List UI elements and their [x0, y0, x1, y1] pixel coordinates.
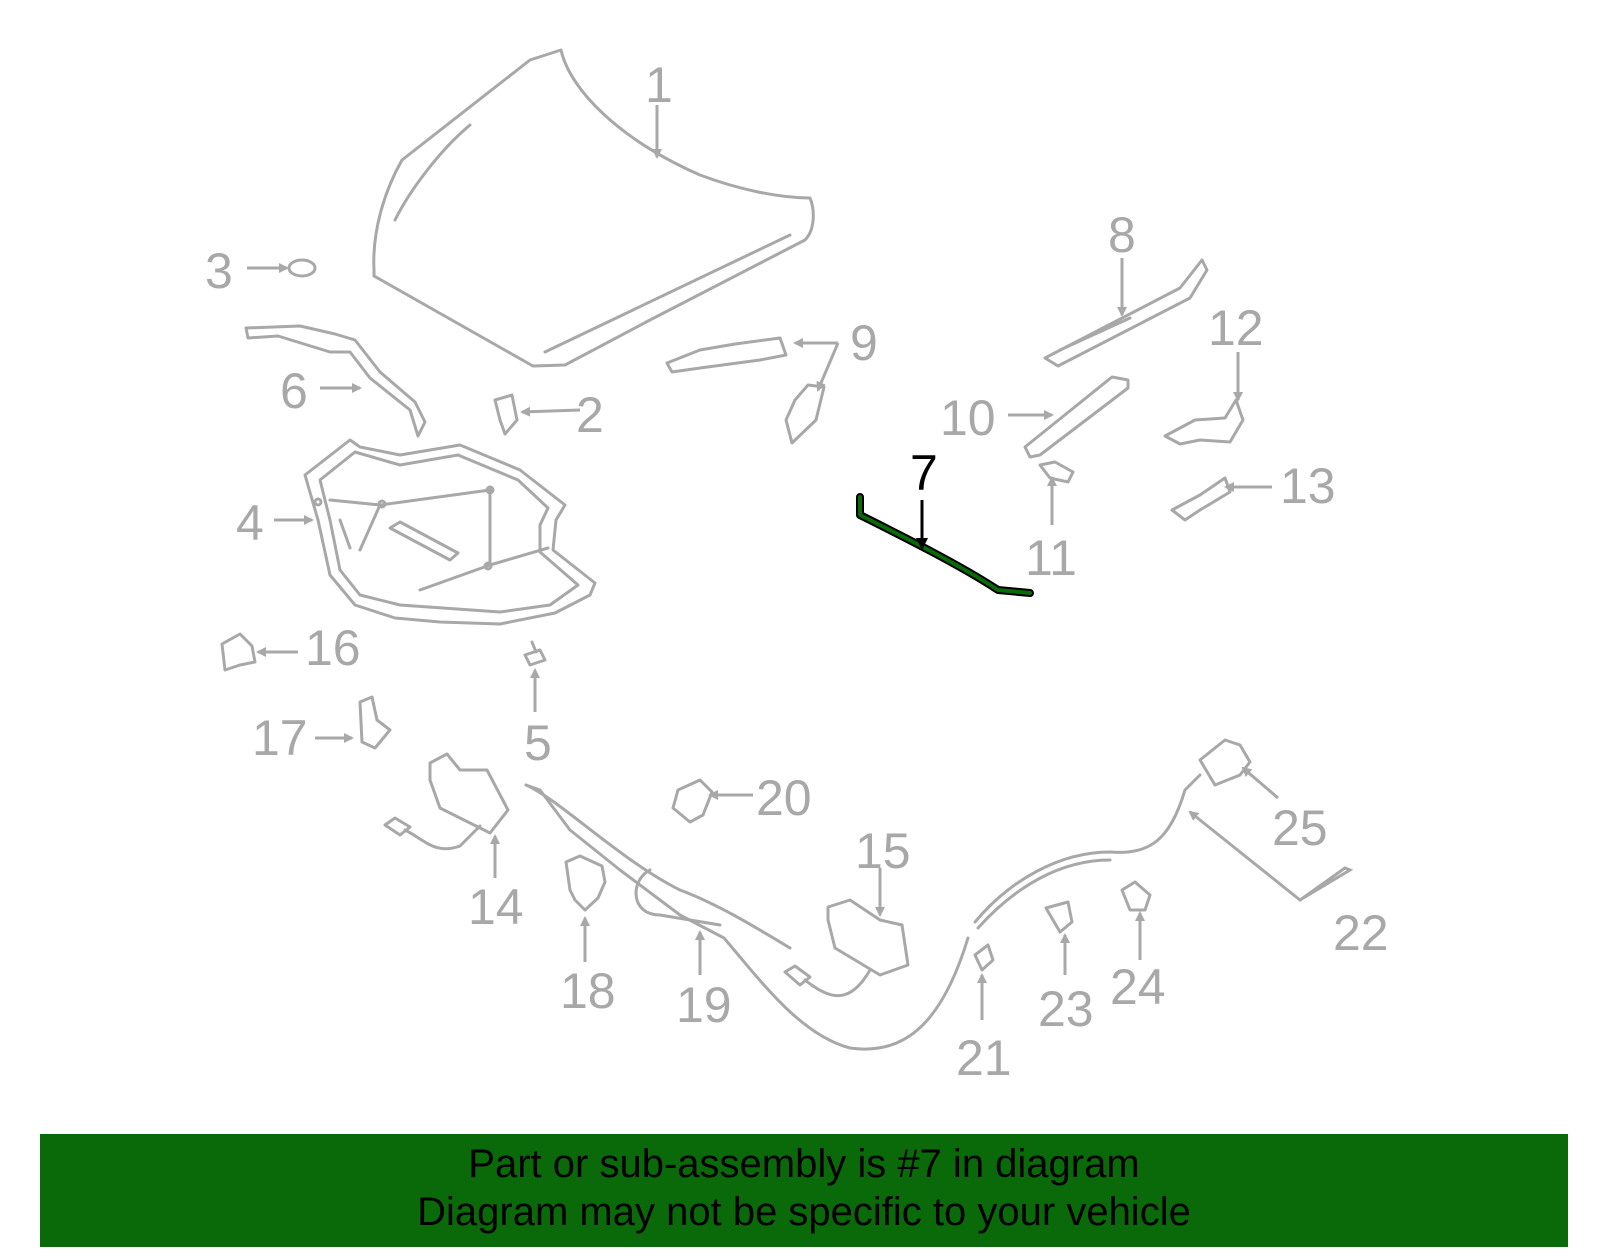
- callout-19: 19: [676, 977, 732, 1033]
- part-14-latch: [383, 752, 510, 851]
- info-banner: Part or sub-assembly is #7 in diagram Di…: [40, 1134, 1568, 1247]
- callout-20: 20: [756, 770, 812, 826]
- callout-labels: 1 2 3 4 5 6 7 8 9 10 11 12 13 14 15 16 1…: [205, 57, 1389, 1086]
- part-23-clip: [1044, 900, 1074, 934]
- callout-24: 24: [1110, 959, 1166, 1015]
- part-2-bumper: [493, 393, 519, 436]
- part-18-handle: [564, 854, 607, 912]
- part-1-hood: [372, 48, 815, 368]
- callout-25: 25: [1272, 800, 1328, 856]
- parts-diagram: 1 2 3 4 5 6 7 8 9 10 11 12 13 14 15 16 1…: [205, 48, 1389, 1086]
- callout-4: 4: [236, 495, 264, 551]
- part-17-striker: [358, 695, 392, 750]
- callout-3: 3: [205, 243, 233, 299]
- callout-10: 10: [940, 390, 996, 446]
- part-9-hinge: [665, 336, 826, 445]
- part-12-bracket: [1163, 398, 1245, 446]
- banner-line-part: Part or sub-assembly is #7 in diagram: [468, 1142, 1140, 1186]
- callout-21: 21: [956, 1030, 1012, 1086]
- part-20-clamp: [671, 778, 714, 824]
- callout-22: 22: [1333, 905, 1389, 961]
- part-21-clip: [973, 943, 995, 972]
- part-11-stud: [1038, 460, 1075, 484]
- callout-6: 6: [280, 363, 308, 419]
- part-6-seal: [244, 324, 427, 438]
- callout-17: 17: [252, 710, 308, 766]
- part-10-strut: [1023, 375, 1130, 459]
- part-13-bracket: [1170, 476, 1232, 522]
- callout-5: 5: [524, 715, 552, 771]
- callout-9: 9: [850, 315, 878, 371]
- callout-2: 2: [576, 387, 604, 443]
- callout-12: 12: [1208, 300, 1264, 356]
- part-16-clip: [220, 632, 257, 672]
- callout-18: 18: [560, 963, 616, 1019]
- part-4-insulator: [303, 438, 597, 626]
- callout-14: 14: [468, 879, 524, 935]
- callout-11: 11: [1025, 530, 1077, 586]
- callout-23: 23: [1038, 981, 1094, 1037]
- callout-7: 7: [910, 445, 938, 501]
- part-24-clip: [1120, 880, 1152, 912]
- part-25-lever: [1198, 738, 1252, 787]
- callout-8: 8: [1108, 207, 1136, 263]
- callout-1: 1: [645, 57, 673, 113]
- callout-15: 15: [855, 823, 911, 879]
- part-7-rod: [856, 493, 1034, 597]
- part-3-grommet: [287, 258, 317, 278]
- banner-line-disclaimer: Diagram may not be specific to your vehi…: [417, 1190, 1191, 1234]
- callout-16: 16: [305, 620, 361, 676]
- part-15-sensor: [783, 898, 910, 998]
- part-5-clip: [523, 640, 547, 667]
- leader-lines: [247, 105, 1354, 1020]
- part-22-cable: [973, 773, 1202, 930]
- part-8-support: [1043, 258, 1209, 368]
- callout-13: 13: [1280, 458, 1336, 514]
- part-19-cable: [524, 783, 970, 1051]
